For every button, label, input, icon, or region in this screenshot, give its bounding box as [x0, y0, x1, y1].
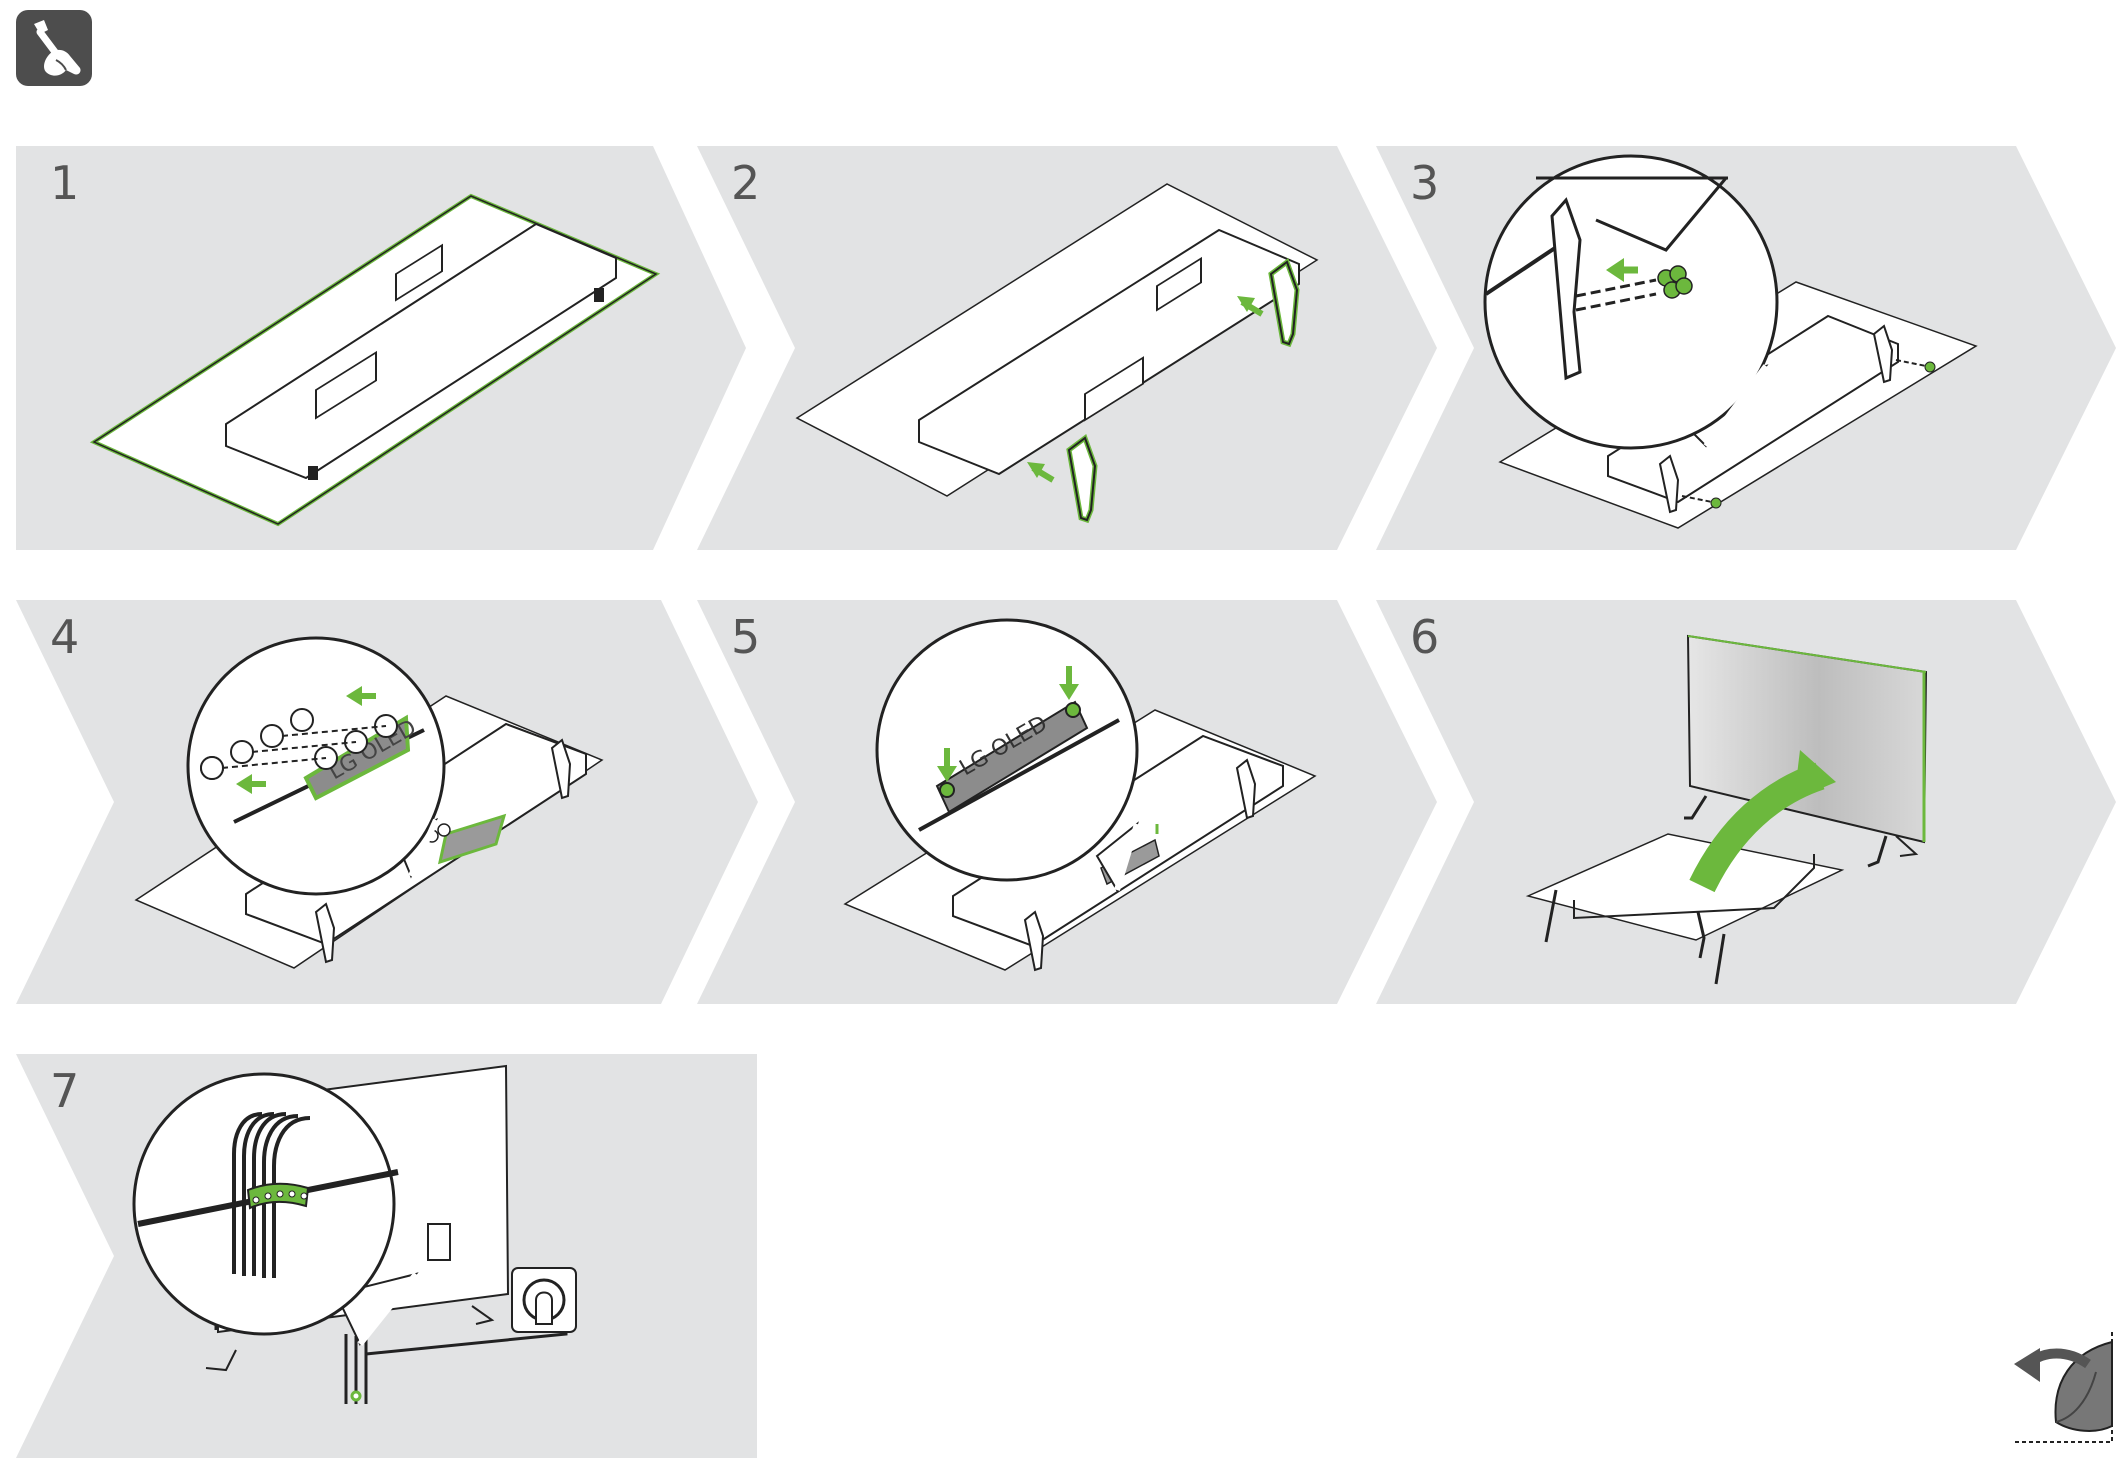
step-number: 7 — [50, 1064, 80, 1118]
step-number: 4 — [50, 610, 80, 664]
step-number: 6 — [1410, 610, 1440, 664]
step-5-panel: 5 LG OLED — [697, 600, 1454, 1004]
step-number: 5 — [731, 610, 761, 664]
step-1-panel: 1 — [16, 146, 773, 550]
step-2-panel: 2 — [697, 146, 1454, 550]
cable-management-illustration — [132, 1064, 577, 1404]
tv-face-down-illustration — [89, 193, 661, 527]
screwdriver-hand-icon — [16, 10, 92, 86]
step-6-panel: 6 — [1376, 600, 2128, 1004]
page-turn-icon — [2012, 1332, 2113, 1443]
step-4-panel: 4 LG OLED — [16, 600, 773, 1004]
cover-screws-illustration: LG OLED — [843, 618, 1317, 972]
stand-tv-upright-illustration — [1525, 634, 1928, 985]
step-number: 1 — [50, 156, 80, 210]
step-3-panel: 3 — [1376, 146, 2128, 550]
step-number: 2 — [731, 156, 761, 210]
attach-stands-illustration — [795, 183, 1319, 524]
attach-cover-illustration: LG OLED — [134, 636, 604, 969]
step-number: 3 — [1410, 156, 1440, 210]
screw-stands-illustration — [1483, 154, 1978, 529]
step-7-panel: 7 — [16, 1054, 773, 1458]
